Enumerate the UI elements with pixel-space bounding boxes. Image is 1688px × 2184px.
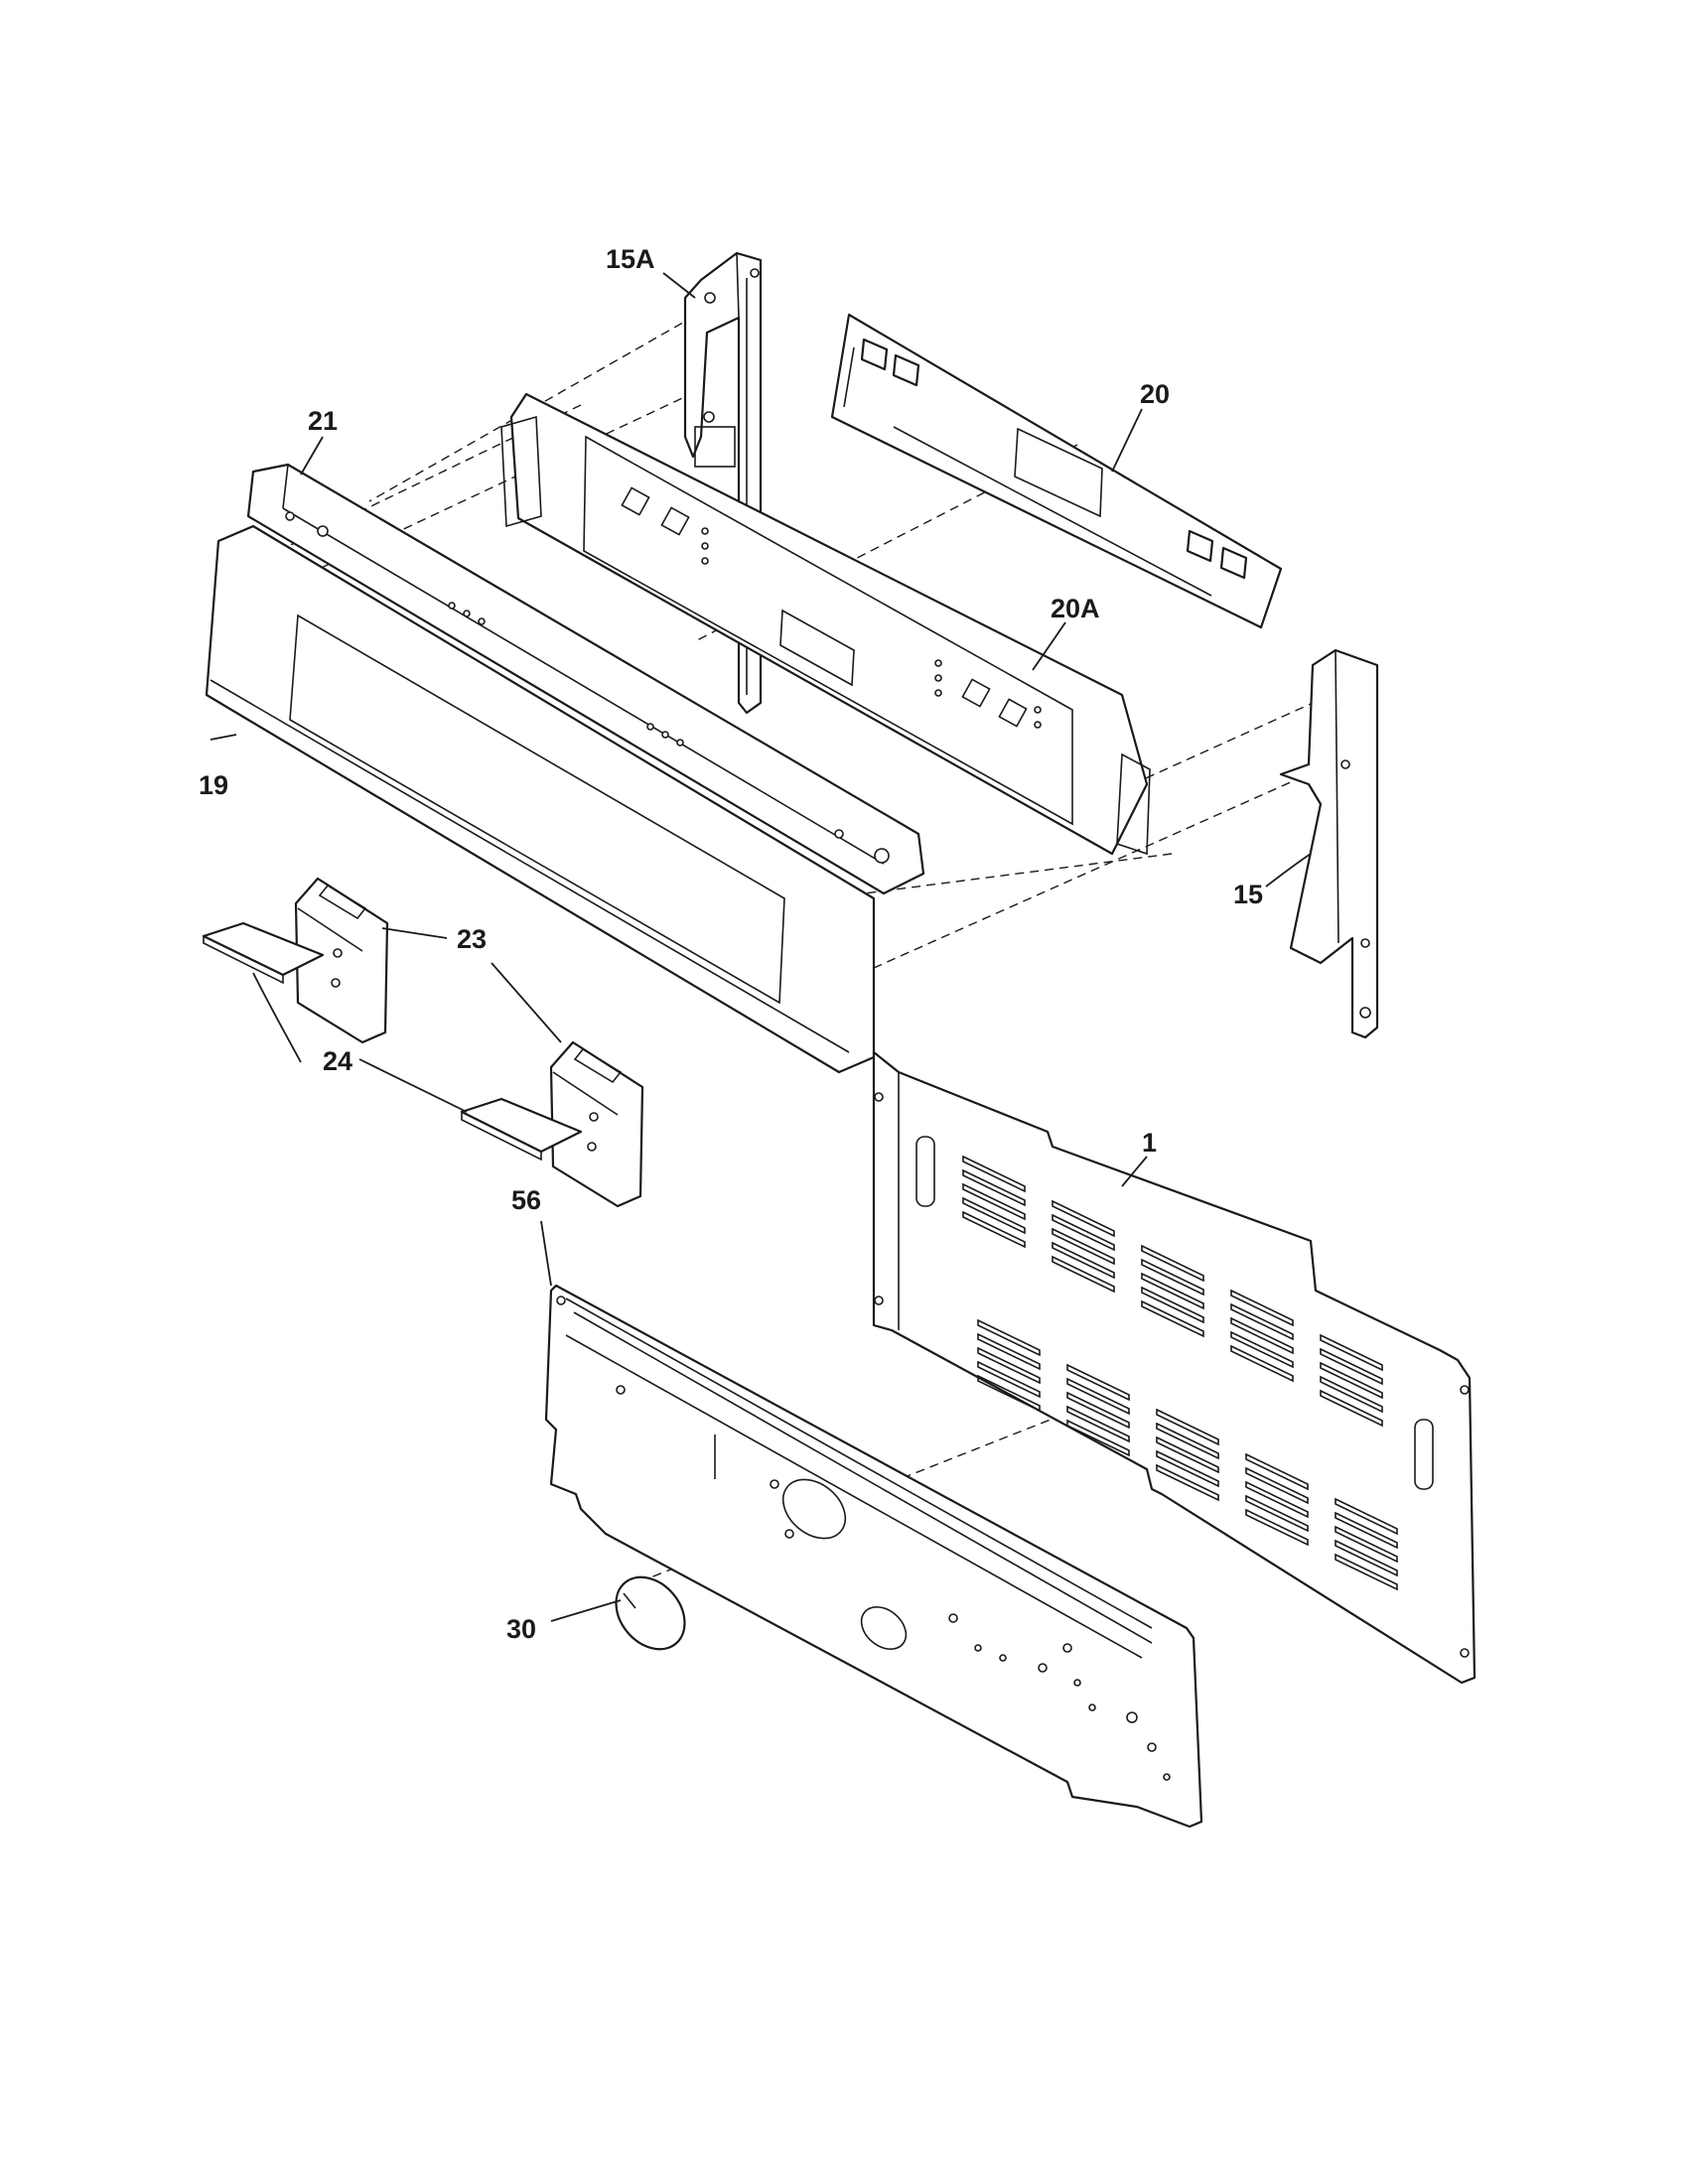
- louver-slot: [1230, 1289, 1294, 1327]
- callout-19: 19: [199, 770, 228, 800]
- louver-slot: [1066, 1363, 1130, 1402]
- callout-20: 20: [1140, 379, 1170, 409]
- louver-slot: [1066, 1419, 1130, 1457]
- louver-slot: [1141, 1272, 1204, 1310]
- louver-slot: [1141, 1286, 1204, 1324]
- louver-slot: [1066, 1377, 1130, 1416]
- callout-labels: 15A 20 21 20A 19 15 23 24 1 56 30: [199, 244, 1263, 1644]
- louver-slot: [1141, 1299, 1204, 1338]
- hole-plug-30: [615, 1575, 686, 1651]
- lower-panel-56: [544, 1284, 1203, 1829]
- louver-slot: [962, 1196, 1026, 1235]
- louver-slot: [962, 1182, 1026, 1221]
- louver-slot: [1230, 1344, 1294, 1383]
- louver-slot: [977, 1332, 1041, 1371]
- louver-slot: [1052, 1241, 1115, 1280]
- panel-support-21: [246, 463, 925, 895]
- control-board-20: [830, 313, 1283, 629]
- louver-slot: [1335, 1539, 1398, 1577]
- louver-slot: [1320, 1375, 1383, 1414]
- end-cap-left-23: [294, 877, 389, 1044]
- louver-slot: [1320, 1361, 1383, 1400]
- louver-slot: [1230, 1302, 1294, 1341]
- louver-slot: [1156, 1422, 1219, 1460]
- louver-slot: [977, 1318, 1041, 1357]
- callout-15A: 15A: [606, 244, 655, 274]
- louver-slot: [1156, 1408, 1219, 1446]
- louver-slot: [1230, 1330, 1294, 1369]
- callout-24: 24: [323, 1046, 352, 1076]
- louver-vents: [962, 1155, 1398, 1591]
- louver-slot: [1052, 1227, 1115, 1266]
- louver-slot: [962, 1210, 1026, 1249]
- callout-20A: 20A: [1051, 594, 1100, 623]
- louver-slot: [1245, 1466, 1309, 1505]
- callout-23: 23: [457, 924, 487, 954]
- louver-slot: [962, 1168, 1026, 1207]
- louver-slot: [1156, 1435, 1219, 1474]
- side-bracket-15: [1279, 648, 1379, 1039]
- louver-slot: [1335, 1511, 1398, 1550]
- callout-15: 15: [1233, 880, 1263, 909]
- louver-slot: [1245, 1494, 1309, 1533]
- louver-slot: [1156, 1463, 1219, 1502]
- louver-slot: [1141, 1244, 1204, 1283]
- board-connectors: [860, 338, 1248, 580]
- louver-slot: [1066, 1391, 1130, 1430]
- louver-slot: [1335, 1553, 1398, 1591]
- louver-slot: [1052, 1199, 1115, 1238]
- callout-21: 21: [308, 406, 338, 436]
- control-panel-frame-20A: [500, 392, 1151, 856]
- callout-1: 1: [1142, 1128, 1157, 1158]
- louver-slot: [1245, 1480, 1309, 1519]
- louver-slot: [1320, 1389, 1383, 1428]
- louver-slot: [1245, 1452, 1309, 1491]
- louver-slot: [1320, 1333, 1383, 1372]
- trim-pad-left-24: [202, 921, 325, 985]
- louver-slot: [1141, 1258, 1204, 1297]
- louver-slot: [1335, 1525, 1398, 1564]
- louver-slot: [1320, 1347, 1383, 1386]
- leader-lines: [210, 272, 1312, 1622]
- louver-slot: [1052, 1255, 1115, 1294]
- louver-slot: [1335, 1497, 1398, 1536]
- louver-slot: [1156, 1449, 1219, 1488]
- louver-slot: [977, 1374, 1041, 1413]
- louver-slot: [962, 1155, 1026, 1193]
- end-cap-right-23: [549, 1040, 644, 1208]
- trim-pad-right-24: [460, 1097, 583, 1161]
- control-panel-trim-19: [205, 524, 876, 1074]
- louver-slot: [1052, 1213, 1115, 1252]
- louver-slot: [1245, 1508, 1309, 1547]
- callout-30: 30: [506, 1614, 536, 1644]
- louver-slot: [977, 1360, 1041, 1399]
- back-panel-1: [872, 1050, 1477, 1685]
- louver-slot: [977, 1346, 1041, 1385]
- louver-slot: [1066, 1405, 1130, 1443]
- callout-56: 56: [511, 1185, 541, 1215]
- louver-slot: [1230, 1316, 1294, 1355]
